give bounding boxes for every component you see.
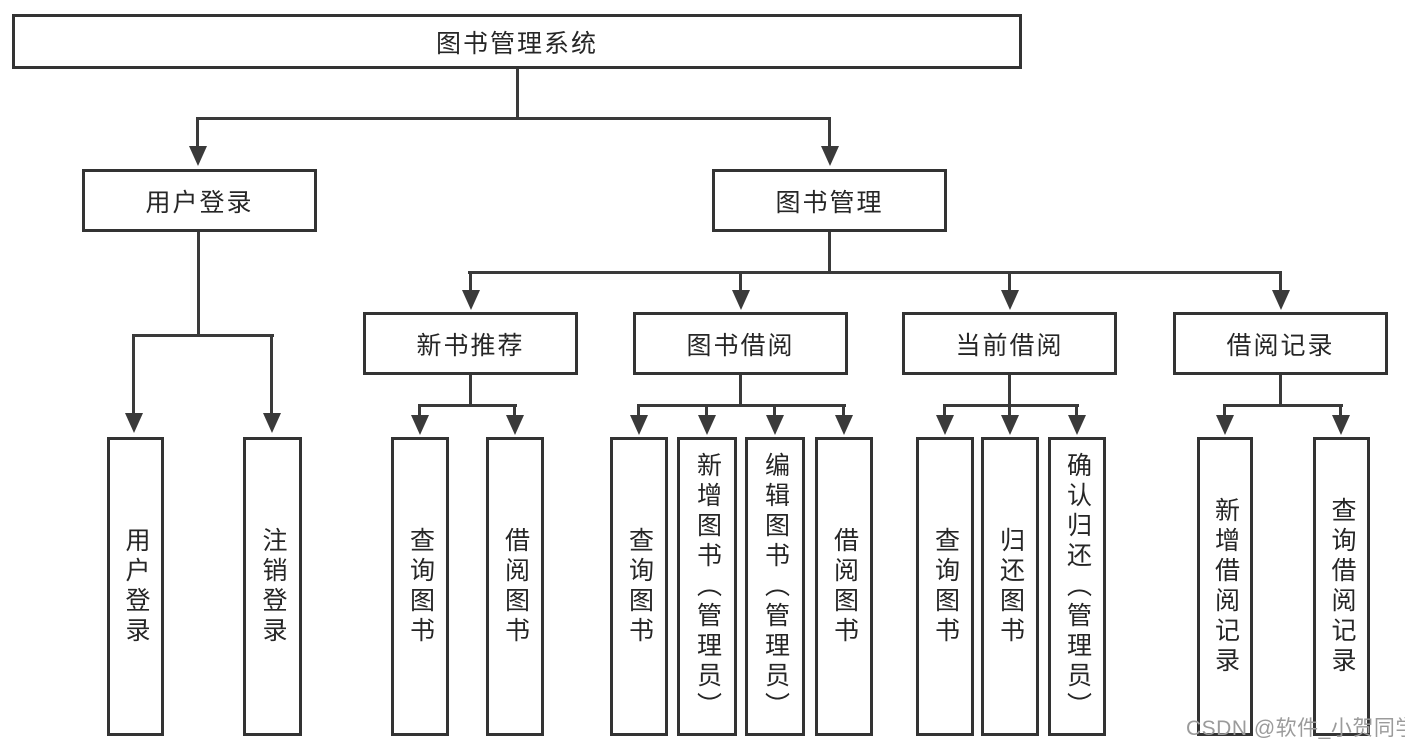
leaf-book-borrow-query: 查询图书 [610,437,668,736]
leaf-current-query: 查询图书 [916,437,974,736]
node-current-borrow-label: 当前借阅 [955,331,1064,360]
connector-rail-book-borrow [637,404,846,407]
leaf-book-borrow-add-label: 新增图书（管理员） [693,451,722,722]
leaf-records-add-label: 新增借阅记录 [1211,496,1240,677]
leaf-current-return-label: 归还图书 [996,526,1025,647]
arrowhead-book-borrow [732,290,750,310]
node-book-borrow: 图书借阅 [633,312,848,375]
node-borrow-records-label: 借阅记录 [1226,331,1335,360]
node-book-mgmt: 图书管理 [712,169,947,232]
leaf-logout: 注销登录 [243,437,302,736]
leaf-book-borrow-edit: 编辑图书（管理员） [745,437,805,736]
arrowhead-user-login [189,146,207,166]
leaf-book-borrow-borrow: 借阅图书 [815,437,873,736]
connector-rail-current-borrow [943,404,1079,407]
leaf-book-borrow-add: 新增图书（管理员） [677,437,737,736]
node-user-login-label: 用户登录 [145,188,254,217]
arrowhead-leaf-logout [263,413,281,433]
connector-book-borrow-drop [739,271,742,295]
connector-br-add-drop [1223,404,1226,418]
connector-book-mgmt-stem [828,232,831,274]
leaf-user-login: 用户登录 [107,437,164,736]
leaf-book-borrow-borrow-label: 借阅图书 [830,526,859,647]
arrowhead-borrow-records [1272,290,1290,310]
arrowhead-bb-borrow [835,415,853,435]
leaf-records-query-label: 查询借阅记录 [1328,496,1356,677]
arrowhead-bb-query [630,415,648,435]
leaf-current-query-label: 查询图书 [931,526,960,647]
connector-bb-borrow-drop [842,404,845,418]
connector-nb-query-drop [418,404,421,418]
connector-rail-level2 [196,117,831,120]
arrowhead-br-query [1332,415,1350,435]
connector-root-stem [516,69,519,120]
leaf-book-borrow-query-label: 查询图书 [625,526,654,647]
connector-bb-query-drop [637,404,640,418]
connector-rail-new-books [418,404,517,407]
node-book-borrow-label: 图书借阅 [686,331,795,360]
connector-cb-return-drop [1008,404,1011,418]
node-new-books-label: 新书推荐 [416,331,525,360]
connector-borrow-records-drop [1279,271,1282,295]
connector-user-login-drop [196,117,199,151]
leaf-current-return: 归还图书 [981,437,1039,736]
leaf-new-books-query: 查询图书 [391,437,449,736]
arrowhead-cb-query [936,415,954,435]
connector-rail-level3 [468,271,1282,274]
node-new-books: 新书推荐 [363,312,578,375]
connector-nb-borrow-drop [513,404,516,418]
arrowhead-br-add [1216,415,1234,435]
leaf-records-add: 新增借阅记录 [1197,437,1253,736]
leaf-records-query: 查询借阅记录 [1313,437,1370,736]
arrowhead-bb-add [698,415,716,435]
connector-br-query-drop [1339,404,1342,418]
arrowhead-cb-return [1001,415,1019,435]
arrowhead-nb-query [411,415,429,435]
connector-book-borrow-stem [739,374,742,407]
connector-book-mgmt-drop [828,117,831,151]
node-root: 图书管理系统 [12,14,1022,69]
connector-rail-user-login [132,334,274,337]
connector-new-books-drop [469,271,472,295]
connector-current-borrow-stem [1008,374,1011,407]
arrowhead-leaf-login [125,413,143,433]
node-root-label: 图书管理系统 [435,29,598,58]
leaf-new-books-borrow: 借阅图书 [486,437,544,736]
leaf-current-confirm-label: 确认归还（管理员） [1063,451,1092,722]
connector-leaf-login-drop [132,334,135,414]
connector-rail-borrow-records [1223,404,1343,407]
leaf-book-borrow-edit-label: 编辑图书（管理员） [761,451,790,722]
arrowhead-new-books [462,290,480,310]
node-book-mgmt-label: 图书管理 [775,188,884,217]
leaf-new-books-query-label: 查询图书 [406,526,435,647]
arrowhead-current-borrow [1001,290,1019,310]
connector-cb-query-drop [943,404,946,418]
node-current-borrow: 当前借阅 [902,312,1117,375]
connector-cb-confirm-drop [1075,404,1078,418]
connector-bb-edit-drop [773,404,776,418]
csdn-watermark: CSDN @软件_小贺同学 [1186,717,1405,740]
leaf-new-books-borrow-label: 借阅图书 [501,526,530,647]
leaf-user-login-label: 用户登录 [122,526,150,647]
connector-user-login-stem [197,232,200,336]
connector-bb-add-drop [705,404,708,418]
node-borrow-records: 借阅记录 [1173,312,1388,375]
connector-new-books-stem [469,374,472,407]
arrowhead-cb-confirm [1068,415,1086,435]
arrowhead-bb-edit [766,415,784,435]
leaf-logout-label: 注销登录 [259,526,287,647]
connector-current-borrow-drop [1008,271,1011,295]
leaf-current-confirm: 确认归还（管理员） [1048,437,1106,736]
node-user-login: 用户登录 [82,169,317,232]
connector-leaf-logout-drop [270,334,273,414]
connector-borrow-records-stem [1279,374,1282,407]
arrowhead-nb-borrow [506,415,524,435]
arrowhead-book-mgmt [821,146,839,166]
